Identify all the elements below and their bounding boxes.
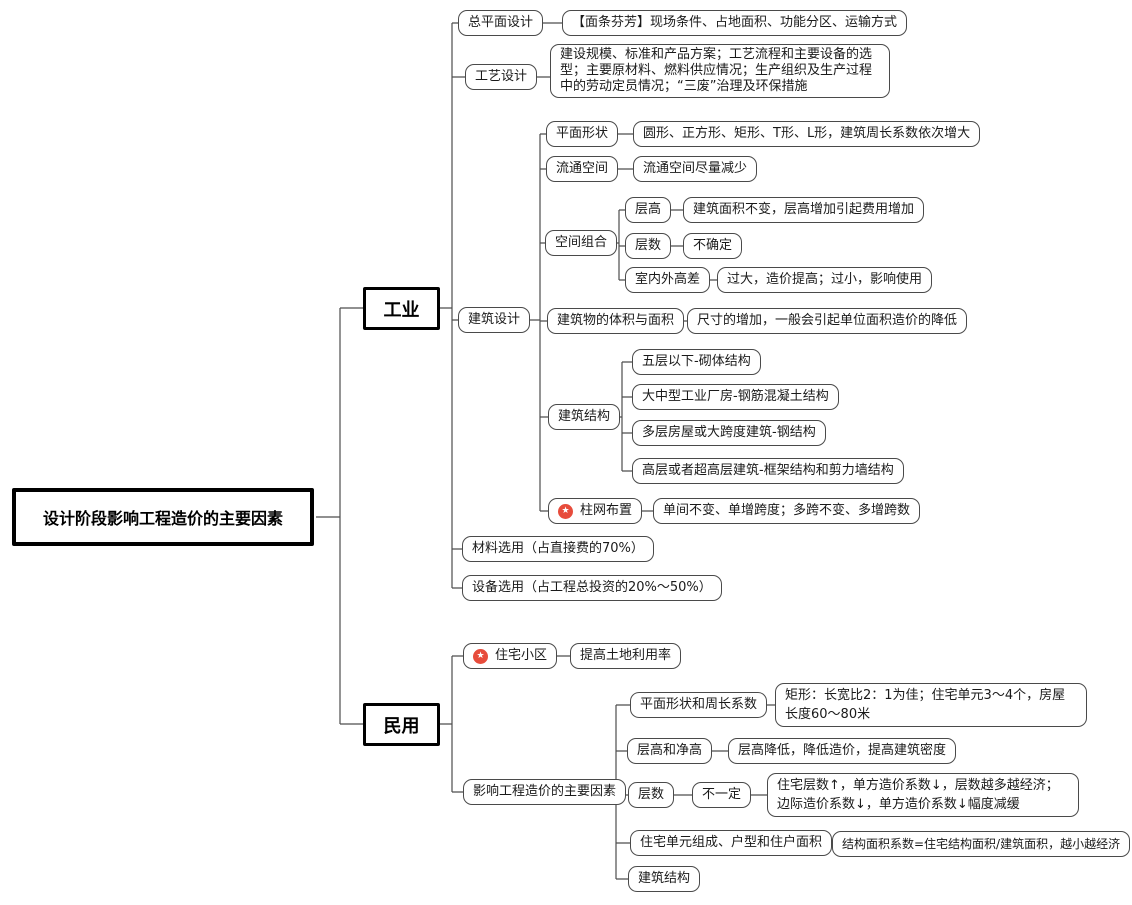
node-plan-shape-perimeter[interactable]: 平面形状和周长系数 <box>630 692 768 718</box>
node-industrial[interactable]: 工业 <box>363 287 440 330</box>
node-land-use-detail[interactable]: 提高土地利用率 <box>570 643 682 669</box>
node-storey-count[interactable]: 层数 <box>625 233 672 259</box>
node-column-grid-detail[interactable]: 单间不变、单增跨度；多跨不变、多增跨数 <box>653 498 921 524</box>
star-badge-icon: ★ <box>558 503 573 519</box>
node-storey-height[interactable]: 层高 <box>625 197 672 223</box>
node-space-composition[interactable]: 空间组合 <box>545 230 618 256</box>
node-process-detail[interactable]: 建设规模、标准和产品方案；工艺流程和主要设备的选型；主要原材料、燃料供应情况；生… <box>550 44 890 98</box>
node-civil[interactable]: 民用 <box>363 703 440 746</box>
node-layout-detail[interactable]: 【面条芬芳】现场条件、占地面积、功能分区、运输方式 <box>562 10 908 36</box>
node-column-grid[interactable]: ★ 柱网布置 <box>548 498 643 524</box>
node-column-grid-label: 柱网布置 <box>580 503 633 518</box>
node-uncertain[interactable]: 不一定 <box>692 782 752 808</box>
node-process-design[interactable]: 工艺设计 <box>465 64 538 90</box>
node-structure-steel[interactable]: 多层房屋或大跨度建筑-钢结构 <box>632 420 826 446</box>
node-unit-composition[interactable]: 住宅单元组成、户型和住户面积 <box>630 830 833 856</box>
node-plan-shape-detail[interactable]: 圆形、正方形、矩形、T形、L形，建筑周长系数依次增大 <box>633 121 981 147</box>
node-architectural-design[interactable]: 建筑设计 <box>458 307 531 333</box>
node-height-diff-detail[interactable]: 过大，造价提高；过小，影响使用 <box>717 267 933 293</box>
node-indoor-outdoor-height-diff[interactable]: 室内外高差 <box>625 267 711 293</box>
node-circulation-detail[interactable]: 流通空间尽量减少 <box>633 156 758 182</box>
node-civil-storey-count[interactable]: 层数 <box>628 782 675 808</box>
node-storey-count-detail[interactable]: 不确定 <box>683 233 743 259</box>
node-circulation-space[interactable]: 流通空间 <box>546 156 619 182</box>
node-equipment-selection[interactable]: 设备选用（占工程总投资的20%～50%） <box>462 575 722 601</box>
node-general-layout-design[interactable]: 总平面设计 <box>458 10 544 36</box>
node-structure-masonry[interactable]: 五层以下-砌体结构 <box>632 349 761 375</box>
node-structure-frame[interactable]: 高层或者超高层建筑-框架结构和剪力墙结构 <box>632 458 904 484</box>
node-root[interactable]: 设计阶段影响工程造价的主要因素 <box>12 488 314 546</box>
node-plan-shape[interactable]: 平面形状 <box>546 121 619 147</box>
star-badge-icon: ★ <box>473 648 488 664</box>
node-floor-net-height[interactable]: 层高和净高 <box>627 738 713 764</box>
node-residential-district[interactable]: ★ 住宅小区 <box>463 643 558 669</box>
node-storey-height-detail[interactable]: 建筑面积不变，层高增加引起费用增加 <box>683 197 925 223</box>
node-residential-district-label: 住宅小区 <box>495 648 548 663</box>
node-building-structure[interactable]: 建筑结构 <box>548 404 621 430</box>
node-civil-building-structure[interactable]: 建筑结构 <box>628 866 701 892</box>
node-storey-economy-detail[interactable]: 住宅层数↑，单方造价系数↓，层数越多越经济；边际造价系数↓，单方造价系数↓幅度减… <box>767 773 1079 817</box>
node-cost-factors[interactable]: 影响工程造价的主要因素 <box>463 779 627 805</box>
node-building-volume-area[interactable]: 建筑物的体积与面积 <box>547 308 685 334</box>
node-floor-height-detail[interactable]: 层高降低，降低造价，提高建筑密度 <box>728 738 957 764</box>
node-material-selection[interactable]: 材料选用（占直接费的70%） <box>462 536 654 562</box>
node-structure-area-ratio-detail[interactable]: 结构面积系数=住宅结构面积/建筑面积，越小越经济 <box>832 831 1131 857</box>
node-structure-rc[interactable]: 大中型工业厂房-钢筋混凝土结构 <box>632 384 839 410</box>
node-volume-area-detail[interactable]: 尺寸的增加，一般会引起单位面积造价的降低 <box>687 308 968 334</box>
node-rect-ratio-detail[interactable]: 矩形：长宽比2：1为佳；住宅单元3～4个，房屋长度60～80米 <box>775 683 1087 727</box>
